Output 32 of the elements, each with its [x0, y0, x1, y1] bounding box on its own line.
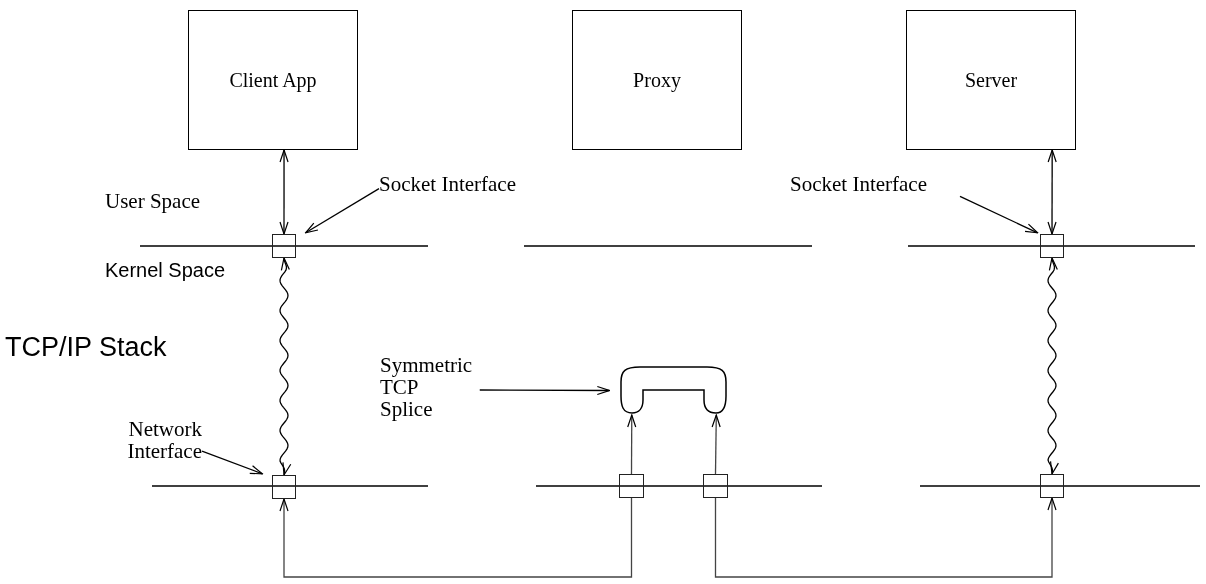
component-box — [188, 10, 358, 150]
callout-text: Socket Interface — [379, 173, 517, 196]
component-name: Client App — [229, 69, 317, 91]
leader-arrow — [959, 195, 1039, 234]
interface-square — [619, 474, 644, 498]
region-label: Kernel Space — [105, 259, 226, 282]
interface-square — [272, 475, 296, 499]
arrow — [1047, 149, 1057, 235]
arrow — [279, 497, 633, 578]
interface-square — [1040, 474, 1064, 498]
interface-square — [1040, 234, 1064, 258]
region-label: TCP/IP Stack — [5, 332, 167, 363]
region-label: User Space — [105, 190, 201, 213]
interface-square — [272, 234, 296, 258]
leader-arrow — [479, 385, 610, 396]
component-name: Server — [964, 69, 1018, 91]
leader-arrow — [201, 450, 264, 475]
arrow — [714, 497, 1057, 578]
arrow — [279, 149, 289, 235]
callout-text: Network Interface — [126, 418, 202, 463]
component-box — [906, 10, 1076, 150]
wavy-arrow — [279, 257, 292, 476]
leader-arrow — [304, 187, 380, 234]
component-box — [572, 10, 742, 150]
wavy-arrow — [1047, 257, 1059, 475]
arrow — [711, 414, 721, 475]
tcp-splice-shape — [620, 366, 727, 415]
interface-square — [703, 474, 728, 498]
callout-text: Socket Interface — [790, 173, 928, 196]
component-name: Proxy — [633, 69, 681, 91]
callout-text: Symmetric TCP Splice — [380, 354, 474, 421]
arrow — [627, 414, 637, 475]
